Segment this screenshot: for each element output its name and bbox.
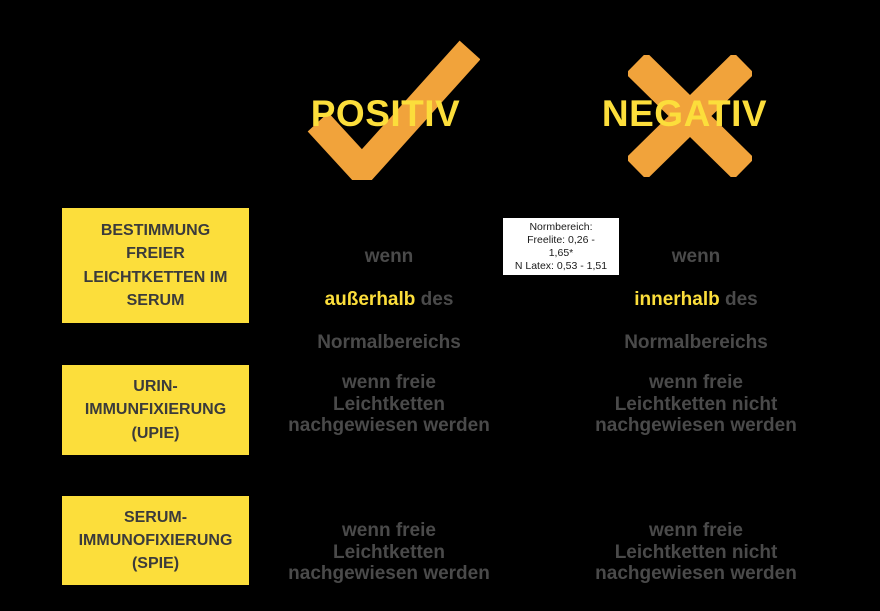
cell-line: wenn	[259, 246, 519, 268]
cell-spie-negative: wenn freie Leichtketten nicht nachgewies…	[595, 520, 797, 584]
cell-text: des	[719, 288, 758, 310]
cell-text: wenn	[364, 245, 414, 267]
norm-range-note: Normbereich: Freelite: 0,26 - 1,65* N La…	[503, 218, 619, 275]
cell-line: wenn	[566, 246, 826, 268]
cell-line: Normalbereichs	[317, 331, 461, 353]
cell-line: Normalbereichs	[624, 331, 768, 353]
cell-upie-positive: wenn freie Leichtketten nachgewiesen wer…	[288, 372, 490, 436]
cell-line: außerhalb des	[259, 289, 519, 311]
cell-text: wenn	[671, 245, 721, 267]
cell-serum-flc-positive: wenn außerhalb des Normalbereichs	[259, 224, 519, 375]
cell-spie-positive: wenn freie Leichtketten nachgewiesen wer…	[288, 520, 490, 584]
cell-upie-negative: wenn freie Leichtketten nicht nachgewies…	[595, 372, 797, 436]
cell-text: des	[415, 288, 454, 310]
cell-line: innerhalb des	[566, 289, 826, 311]
emphasis-text: innerhalb	[634, 288, 720, 310]
row-label-spie: SERUM- IMMUNOFIXIERUNG (SPIE)	[62, 496, 249, 585]
check-icon	[307, 40, 480, 180]
negative-header-label: NEGATIV	[601, 93, 768, 134]
cell-serum-flc-negative: wenn innerhalb des Normalbereichs	[566, 224, 826, 375]
row-label-serum-flc: BESTIMMUNG FREIER LEICHTKETTEN IM SERUM	[62, 208, 249, 323]
row-label-upie: URIN- IMMUNFIXIERUNG (UPIE)	[62, 365, 249, 455]
positive-header-label: POSITIV	[310, 93, 461, 134]
x-icon	[628, 55, 752, 177]
emphasis-text: außerhalb	[324, 288, 416, 310]
